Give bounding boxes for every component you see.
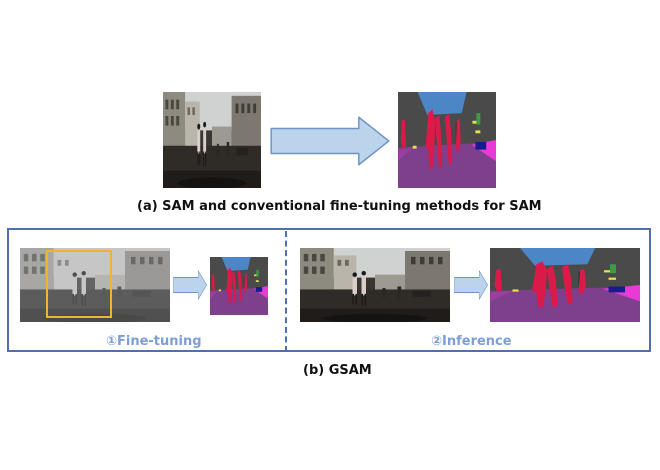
gsam-panel-frame [7,228,651,352]
segmentation-output-image [398,92,496,188]
crop-box [46,250,112,318]
finetuning-arrow-icon [173,270,207,300]
finetuning-seg-image [210,257,268,315]
right-arrow-icon [270,116,390,166]
caption-b: (b) GSAM [303,363,372,378]
inference-input-image [300,248,450,322]
panel-divider [285,231,287,352]
step-inference-label: ②Inference [431,334,512,349]
inference-arrow-icon [454,270,488,300]
input-street-image [163,92,261,188]
caption-a: (a) SAM and conventional fine-tuning met… [137,199,542,214]
step-finetuning-label: ①Fine-tuning [106,334,202,349]
inference-seg-image [490,248,640,322]
